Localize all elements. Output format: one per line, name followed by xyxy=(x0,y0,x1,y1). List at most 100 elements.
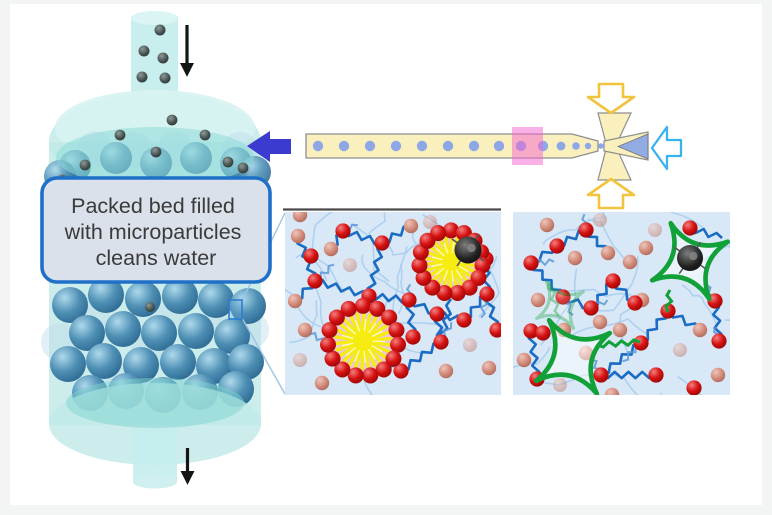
oil-inlet-up-block-arrow-icon xyxy=(586,177,636,210)
micelle xyxy=(319,297,407,384)
polymer-chain-faint xyxy=(351,223,390,282)
microparticle xyxy=(230,288,266,324)
binding-site-node xyxy=(523,323,539,339)
micelle-spike-light xyxy=(451,242,455,254)
contaminant-particle xyxy=(136,71,148,83)
micelle-spike-light xyxy=(431,256,443,261)
micelle-spike-light xyxy=(354,320,361,332)
microparticle xyxy=(88,277,124,313)
tank-bottom-inner xyxy=(66,378,244,428)
surfactant-head xyxy=(354,297,371,314)
outlet-tube-body xyxy=(133,428,177,482)
crosslinker-faint xyxy=(593,213,607,227)
panel-micelle-network xyxy=(285,212,501,395)
crosslinker-node xyxy=(438,363,454,379)
surfactant-head xyxy=(430,225,447,242)
micelle-spike-light xyxy=(363,350,366,363)
droplet xyxy=(390,140,402,152)
contaminant-particle xyxy=(222,156,234,168)
crosslinker-node xyxy=(481,360,497,376)
surfactant-head xyxy=(369,300,386,317)
binding-site-node xyxy=(633,335,649,351)
contaminant-particle xyxy=(199,129,211,141)
droplet xyxy=(556,141,566,151)
microparticle xyxy=(125,281,161,317)
crosslinker-faint xyxy=(343,258,357,272)
microparticle xyxy=(141,315,177,351)
micelle-spike-light xyxy=(341,342,354,347)
surfactant-head xyxy=(321,322,338,339)
surfactant-head xyxy=(340,300,357,317)
crosslinker-node xyxy=(530,292,546,308)
binding-site-node xyxy=(583,300,599,316)
droplet xyxy=(598,143,604,149)
microparticle xyxy=(86,343,122,379)
binding-site-node xyxy=(489,322,501,338)
surfactant-head xyxy=(449,284,466,301)
contaminant-particle xyxy=(166,114,178,126)
dispersed-phase-stream xyxy=(616,133,649,160)
polymer-chain-faint xyxy=(311,212,334,282)
droplet xyxy=(572,142,580,150)
surfactant-head xyxy=(388,322,405,339)
inlet-contaminant-dots xyxy=(136,24,171,84)
surfactant-head xyxy=(347,367,364,384)
pollutant-particle xyxy=(451,233,485,267)
micelle-spike-light xyxy=(341,334,354,340)
polymer-chain-faint xyxy=(397,263,407,315)
binding-site-node xyxy=(555,289,571,305)
droplet xyxy=(442,140,454,152)
contaminant-particle xyxy=(114,129,126,141)
binding-site-node xyxy=(307,273,323,289)
polymer-chain xyxy=(529,262,565,298)
crosslinker-node xyxy=(287,293,303,309)
binding-site-node xyxy=(627,295,643,311)
tank-contaminant-dots xyxy=(56,114,249,186)
contaminant-particle xyxy=(237,162,249,174)
contaminant-particle xyxy=(159,72,171,84)
binding-site-node xyxy=(401,292,417,308)
binding-site-node xyxy=(549,238,565,254)
polymer-chain-faint xyxy=(361,254,409,296)
microparticle xyxy=(162,278,198,314)
crosslinker-faint xyxy=(423,215,437,229)
binding-site-node xyxy=(335,223,351,239)
micelle-core xyxy=(351,329,375,353)
micelle-spike-light xyxy=(443,243,449,254)
surfactant-head xyxy=(461,279,478,296)
surfactant-head xyxy=(362,367,379,384)
crosslinker-faint xyxy=(553,378,567,392)
surfactant-head xyxy=(415,269,432,286)
microparticle xyxy=(160,344,196,380)
host-tether xyxy=(596,338,641,349)
pollutant-particle xyxy=(673,241,707,275)
crosslinker-node xyxy=(567,250,583,266)
microparticle xyxy=(50,346,86,382)
microparticle xyxy=(105,311,141,347)
surfactant-head xyxy=(436,284,453,301)
zoom-region-marker-icon xyxy=(228,299,243,320)
pollutant-highlight xyxy=(689,251,698,261)
crosslinker-node xyxy=(290,228,306,244)
micelle-spike-light xyxy=(431,263,443,268)
binding-site-node xyxy=(433,334,449,350)
surfactant-head xyxy=(381,309,398,326)
binding-site-node xyxy=(479,286,495,302)
binding-site-node xyxy=(374,235,390,251)
crosslinker-node xyxy=(692,322,708,338)
micelle-spike-light xyxy=(443,270,449,281)
crosslinker-faint xyxy=(673,343,687,357)
binding-site-node xyxy=(578,222,594,238)
polymer-chain-faint xyxy=(360,373,373,395)
binding-site-node xyxy=(593,367,609,383)
label-box-text: Packed bed filled with microparticles cl… xyxy=(64,194,248,270)
host-tether xyxy=(664,289,674,313)
water-inlet-left-block-arrow-icon xyxy=(650,125,683,171)
crosslinker-node xyxy=(516,352,532,368)
label-box-frame xyxy=(40,176,272,284)
label-box: Packed bed filled with microparticles cl… xyxy=(40,176,272,284)
inlet-tube-top xyxy=(131,11,178,25)
contaminant-particle xyxy=(150,146,162,158)
